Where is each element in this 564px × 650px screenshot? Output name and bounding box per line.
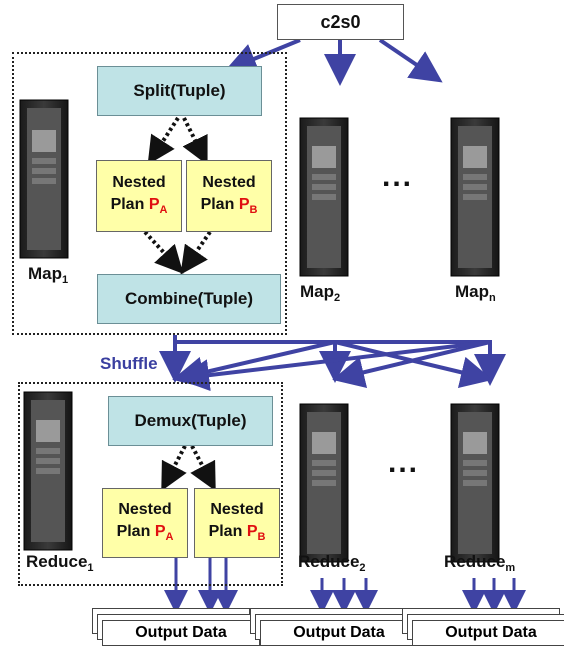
c2s0-fanout-arrows: [224, 38, 443, 86]
reducem-label: Reducem: [444, 552, 516, 574]
output-data-label-1: Output Data: [135, 624, 227, 641]
reduce-nested-plan-a: Nested Plan PA: [102, 488, 188, 558]
reduce-nested-a-plan: P: [154, 522, 166, 540]
output-data-stack-2: Output Data: [250, 608, 420, 648]
map-nested-plan-b: Nested Plan PB: [186, 160, 272, 232]
map-ellipsis: ...: [382, 160, 414, 193]
shuffle-arrows: [159, 335, 506, 392]
map-nested-b-line2: Plan: [200, 195, 235, 213]
reduce-nested-b-plan: P: [246, 522, 258, 540]
reduce-nested-plan-b: Nested Plan PB: [194, 488, 280, 558]
map-nested-a-line1: Nested: [112, 173, 166, 191]
demux-tuple-label: Demux(Tuple): [134, 411, 247, 430]
map-nested-a-plan: P: [148, 195, 160, 213]
server-rack-map2: [299, 117, 349, 277]
c2s0-label: c2s0: [320, 11, 361, 32]
server-rack-map1: [19, 99, 69, 259]
map1-label: Map1: [28, 264, 69, 286]
demux-tuple-box: Demux(Tuple): [108, 396, 273, 446]
map2-label: Map2: [300, 282, 341, 304]
output-data-label-2: Output Data: [293, 624, 385, 641]
combine-tuple-box: Combine(Tuple): [97, 274, 281, 324]
map-nested-plan-a: Nested Plan PA: [96, 160, 182, 232]
map1-group-box: [12, 52, 287, 335]
c2s0-node: c2s0: [277, 4, 404, 40]
reduce-nested-a-line1: Nested: [118, 500, 172, 518]
reduce-nested-b-line1: Nested: [210, 500, 264, 518]
reduce-internal-arrows: [161, 445, 216, 492]
split-tuple-label: Split(Tuple): [133, 81, 226, 100]
mapn-label: Mapn: [455, 282, 496, 304]
map-nested-a-line2: Plan: [110, 195, 145, 213]
output-data-stack-1: Output Data: [92, 608, 262, 648]
map-internal-arrows: [143, 116, 212, 275]
reduce1-label: Reduce1: [26, 552, 94, 574]
output-data-stack-3: Output Data: [402, 608, 564, 648]
map-nested-b-plan: P: [238, 195, 250, 213]
reduce-ellipsis: ...: [388, 446, 420, 479]
map-nested-b-line1: Nested: [202, 173, 256, 191]
output-data-label-3: Output Data: [445, 624, 537, 641]
reduce-nested-b-line2: Plan: [208, 522, 243, 540]
reduce-nested-a-line2: Plan: [116, 522, 151, 540]
server-rack-reduce1: [23, 391, 73, 551]
server-rack-mapn: [450, 117, 500, 277]
map-nested-b-sub: B: [249, 203, 258, 216]
reduce2-label: Reduce2: [298, 552, 366, 574]
reduce-nested-b-sub: B: [257, 530, 266, 543]
combine-tuple-label: Combine(Tuple): [124, 289, 254, 308]
shuffle-label: Shuffle: [100, 354, 158, 373]
split-tuple-box: Split(Tuple): [97, 66, 262, 116]
reduce1-group-box: [18, 382, 283, 586]
map-nested-a-sub: A: [159, 203, 168, 216]
reduce-nested-a-sub: A: [165, 530, 174, 543]
server-rack-reducem: [450, 403, 500, 563]
server-rack-reduce2: [299, 403, 349, 563]
output-arrows: [164, 556, 526, 614]
